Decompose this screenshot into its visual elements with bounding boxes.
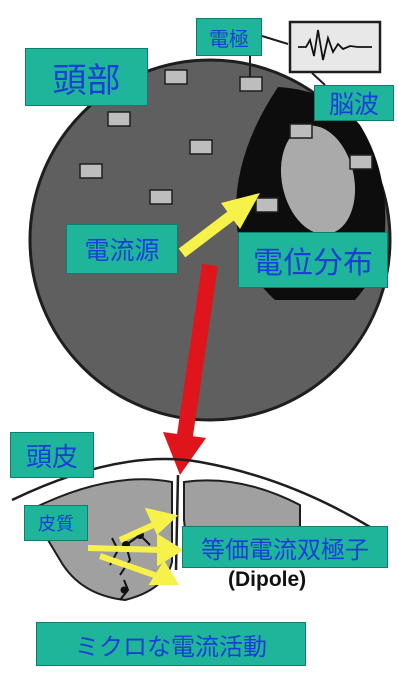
electrode	[164, 69, 188, 85]
dipole-arrows	[87, 507, 184, 585]
label-potential-distribution: 電位分布	[238, 232, 388, 288]
label-head: 頭部	[25, 48, 148, 106]
electrode	[349, 154, 373, 170]
electrode	[149, 189, 173, 205]
electrode	[189, 139, 213, 155]
label-cortex: 皮質	[24, 505, 88, 541]
electrode	[239, 76, 263, 92]
sulcus-line	[174, 474, 180, 571]
yellow-arrow-head	[221, 193, 260, 229]
electrode	[289, 123, 313, 139]
label-current-source: 電流源	[66, 224, 178, 274]
potential-spot	[280, 125, 356, 235]
red-arrow-shaft	[176, 263, 218, 444]
label-scalp: 頭皮	[10, 432, 94, 478]
electrode	[107, 111, 131, 127]
electrode	[255, 197, 279, 213]
label-dipole: (Dipole)	[228, 568, 307, 591]
label-eeg: 脳波	[314, 85, 394, 121]
label-equivalent-dipole: 等価電流双極子	[182, 526, 388, 568]
eeg-connector-line	[311, 72, 326, 86]
electrode	[79, 163, 103, 179]
electrodes	[79, 69, 373, 213]
yellow-arrow-shaft	[178, 210, 236, 258]
red-arrow-head	[163, 432, 206, 475]
electrode-connector-line	[261, 35, 289, 45]
eeg-waveform-icon	[298, 29, 372, 61]
label-electrode: 電極	[196, 18, 262, 56]
label-micro-current: ミクロな電流活動	[36, 622, 306, 666]
